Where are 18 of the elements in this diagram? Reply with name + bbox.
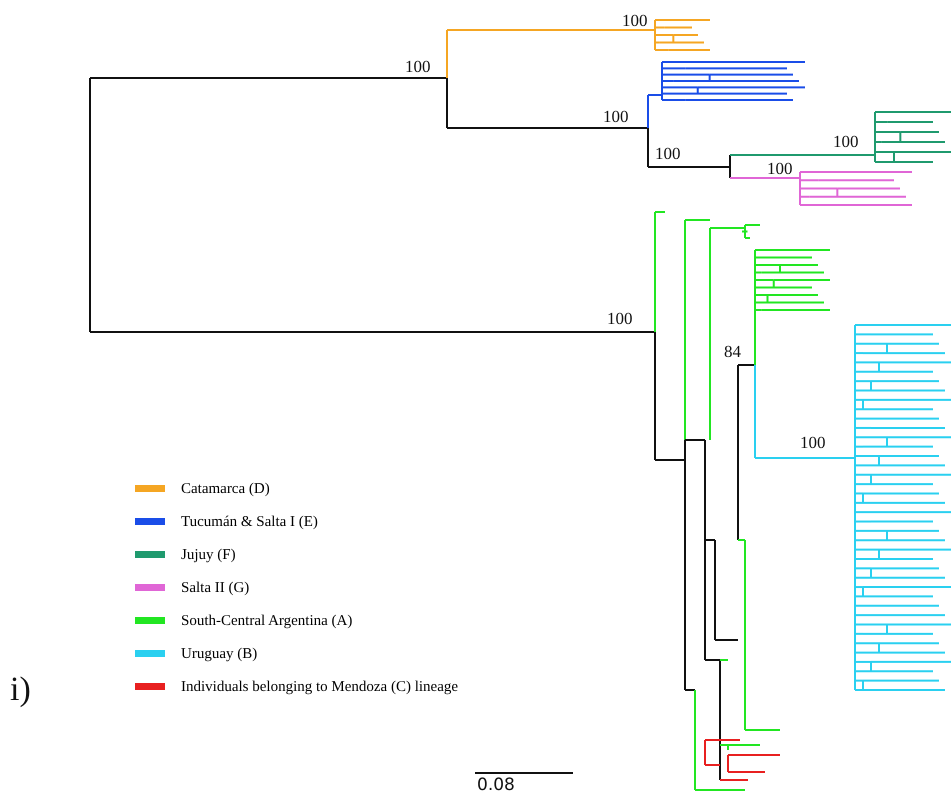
legend-label: Salta II (G) [181,579,250,598]
support-value: 100 [800,434,826,451]
legend-label: South-Central Argentina (A) [181,612,354,631]
legend-label: Tucumán & Salta I (E) [181,513,319,532]
legend-label: Catamarca (D) [181,480,271,499]
legend-label: Uruguay (B) [181,645,258,664]
support-value: 100 [833,133,858,150]
legend-label: Jujuy (F) [181,546,237,565]
support-value: 100 [622,12,648,29]
support-value: 100 [405,58,430,75]
panel-label: i) [10,673,31,707]
legend-label: Individuals belonging to Mendoza (C) lineage [181,678,460,697]
support-value: 100 [603,108,628,125]
scale-bar-label: 0.08 [477,777,515,794]
support-value: 84 [724,343,741,360]
support-value: 100 [607,310,632,327]
support-value: 100 [767,160,792,177]
support-value: 100 [655,145,680,162]
